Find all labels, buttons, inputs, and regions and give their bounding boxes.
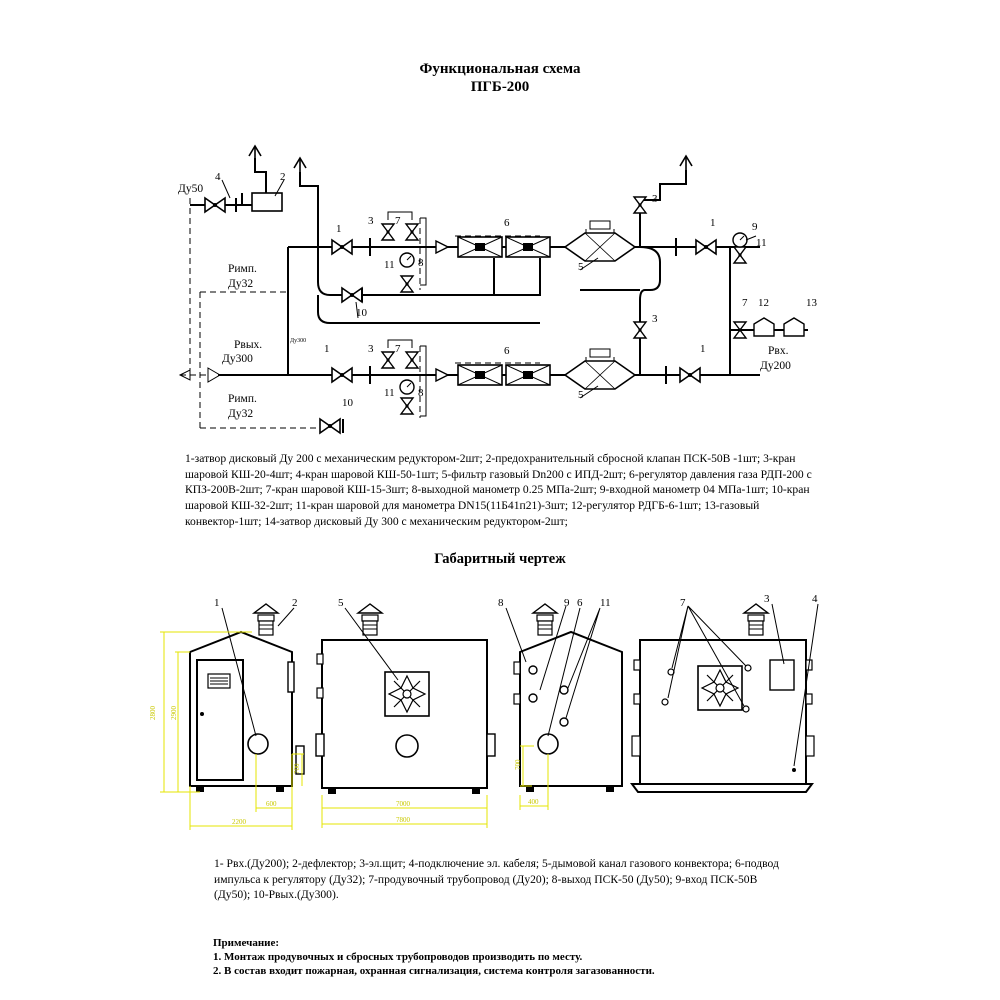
dim-2900: 2900: [170, 706, 178, 721]
gabarit-legend-line: (Ду50); 10-Рвых.(Ду300).: [214, 888, 339, 902]
num-3-top: 3: [368, 215, 374, 227]
gabarit-legend-line: 1- Рвх.(Ду200); 2-дефлектор; 3-эл.щит; 4…: [214, 857, 779, 870]
scheme-legend: 1-затвор дисковый Ду 200 с механическим …: [185, 451, 835, 530]
num-3-bottom: 3: [368, 343, 374, 355]
gab-num-1: 1: [214, 597, 220, 609]
label-rvh: Рвх.: [768, 345, 789, 357]
dim-700-a: 700: [293, 763, 301, 774]
label-du200: Ду200: [760, 360, 791, 372]
functional-scheme: Ду50 Римп. Ду32 Рвых. Ду300 Римп. Ду32 Р…: [178, 145, 818, 434]
scheme-legend-line: конвектор-1шт; 14-затвор дисковый Ду 300…: [185, 514, 568, 528]
label-du32-top: Ду32: [228, 278, 253, 290]
num-1-bottom: 1: [324, 343, 330, 355]
num-5-top: 5: [578, 261, 584, 273]
gabarit-drawings: 1 2 5 8 9 6 11 7 3 4 2800 2900 700 600 2…: [149, 593, 819, 830]
label-rvyh: Рвых.: [234, 339, 262, 351]
scheme-legend-line: шаровой КШ-32-2шт; 11-кран шаровой для м…: [185, 499, 760, 513]
dim-400: 400: [528, 798, 539, 806]
scheme-legend-line: КПЗ-200В-2шт; 7-кран шаровой КШ-15-3шт; …: [185, 483, 810, 497]
gabarit-legend: 1- Рвх.(Ду200); 2-дефлектор; 3-эл.щит; 4…: [214, 856, 814, 903]
dim-7000: 7000: [396, 800, 411, 808]
num-10-top: 10: [356, 307, 368, 319]
num-8-bottom: 8: [418, 387, 424, 399]
section-title-gabarit: Габаритный чертеж: [434, 551, 566, 567]
label-du32-bottom: Ду32: [228, 408, 253, 420]
num-5-bottom: 5: [578, 389, 584, 401]
num-10-bottom: 10: [342, 397, 354, 409]
scheme-title-line2: ПГБ-200: [470, 79, 530, 95]
dimension-lines: 2800 2900 700 600 2200 7000 7800 700 400: [149, 631, 549, 830]
gab-num-5: 5: [338, 597, 344, 609]
num-1-top: 1: [336, 223, 342, 235]
note-line-2: 2. В состав входит пожарная, охранная си…: [213, 965, 655, 977]
num-6-top: 6: [504, 217, 510, 229]
num-11-bottom: 11: [384, 387, 395, 399]
num-7-top: 7: [395, 215, 401, 227]
dim-600: 600: [266, 800, 277, 808]
dim-2800: 2800: [149, 706, 157, 721]
gab-num-4: 4: [812, 593, 818, 605]
notes-heading: Примечание:: [213, 937, 280, 949]
num-12: 12: [758, 297, 769, 309]
num-2: 2: [280, 171, 286, 183]
notes-block: Примечание: 1. Монтаж продувочных и сбро…: [213, 936, 655, 978]
label-du50: Ду50: [178, 183, 203, 195]
note-line-1: 1. Монтаж продувочных и сбросных трубопр…: [213, 951, 583, 963]
gab-num-3: 3: [764, 593, 770, 605]
dim-2200: 2200: [232, 818, 247, 826]
label-rimp-top: Римп.: [228, 263, 257, 275]
gab-num-9: 9: [564, 597, 570, 609]
num-6-bottom: 6: [504, 345, 510, 357]
gabarit-legend-line: импульса к регулятору (Ду32); 7-продувоч…: [214, 872, 758, 886]
num-13: 13: [806, 297, 818, 309]
scheme-legend-line: 1-затвор дисковый Ду 200 с механическим …: [185, 452, 796, 465]
num-4: 4: [215, 171, 221, 183]
num-1-right-top: 1: [710, 217, 716, 229]
dim-7800: 7800: [396, 816, 411, 824]
label-du300: Ду300: [222, 353, 253, 365]
num-9: 9: [752, 221, 758, 233]
label-rimp-bottom: Римп.: [228, 393, 257, 405]
scheme-legend-line: шаровой КШ-20-4шт; 4-кран шаровой КШ-50-…: [185, 467, 812, 481]
num-7-bottom: 7: [395, 343, 401, 355]
num-1-right-bottom: 1: [700, 343, 706, 355]
label-du300-small: Ду300: [290, 338, 306, 344]
num-11-top: 11: [384, 259, 395, 271]
gab-num-2: 2: [292, 597, 298, 609]
gab-num-8: 8: [498, 597, 504, 609]
gab-num-6: 6: [577, 597, 583, 609]
num-3-right-top: 3: [652, 193, 658, 205]
num-3-right-bottom: 3: [652, 313, 658, 325]
gab-num-11: 11: [600, 597, 611, 609]
scheme-title-line1: Функциональная схема: [419, 61, 581, 77]
num-8-top: 8: [418, 257, 424, 269]
num-11-right: 11: [756, 237, 767, 249]
num-7-right: 7: [742, 297, 748, 309]
gab-num-7: 7: [680, 597, 686, 609]
dim-700-b: 700: [514, 759, 522, 770]
